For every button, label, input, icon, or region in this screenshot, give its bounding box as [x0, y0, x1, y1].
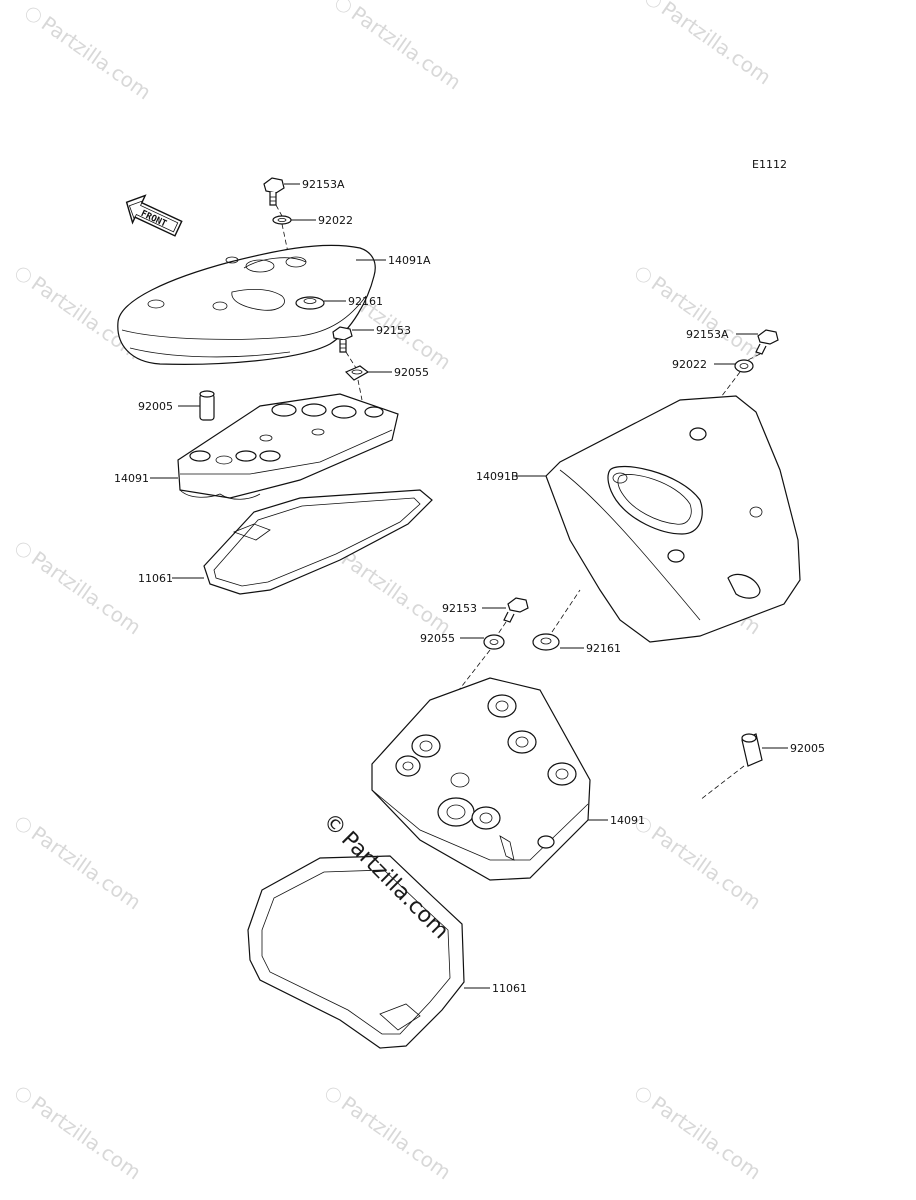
bolt-92153a-right — [755, 329, 779, 355]
part-labels: 92153A 92022 14091A 92161 92153 92055 92… — [114, 178, 825, 995]
part-label: 11061 — [138, 572, 173, 585]
watermark: Partzilla.com — [647, 1091, 766, 1184]
watermark: Partzilla.com — [347, 1, 466, 94]
cover-14091a — [117, 244, 376, 365]
washer-92161-upper — [295, 296, 325, 310]
washer-92022-upper — [272, 215, 292, 225]
part-label: 92153 — [376, 324, 411, 337]
washer-92022-right — [734, 359, 754, 373]
part-label: 14091 — [610, 814, 645, 827]
part-label: 11061 — [492, 982, 527, 995]
bolt-92153-right — [503, 597, 529, 623]
cylinder-head-cover-14091-lower — [371, 677, 591, 881]
part-label: 92161 — [586, 642, 621, 655]
part-label: 92005 — [138, 400, 173, 413]
grommet-92055-right — [483, 634, 505, 650]
dowel-92005-right — [741, 733, 763, 767]
gasket-11061-lower — [247, 855, 465, 1049]
cylinder-head-cover-14091-upper — [177, 393, 399, 500]
watermark: Partzilla.com — [647, 271, 766, 364]
gasket-11061-upper — [203, 489, 433, 595]
grommet-92055-upper — [344, 365, 370, 381]
watermark: Partzilla.com — [27, 1091, 146, 1184]
watermark: Partzilla.com — [657, 0, 776, 89]
part-label: 14091 — [114, 472, 149, 485]
part-label: 14091B — [476, 470, 519, 483]
bolt-92153a-upper — [263, 177, 285, 206]
part-label: 92161 — [348, 295, 383, 308]
watermark: Partzilla.com — [37, 11, 156, 104]
washer-92161-right — [532, 633, 560, 651]
part-label: 92055 — [394, 366, 429, 379]
watermark: Partzilla.com — [27, 821, 146, 914]
part-label: 92055 — [420, 632, 455, 645]
front-arrow-icon: FRONT — [125, 194, 183, 237]
part-label: 92022 — [318, 214, 353, 227]
part-label: 92153A — [302, 178, 345, 191]
part-label: 14091A — [388, 254, 431, 267]
watermark: Partzilla.com — [337, 1091, 456, 1184]
dowel-92005-upper — [199, 390, 215, 421]
watermark: Partzilla.com — [337, 546, 456, 639]
part-label: 92022 — [672, 358, 707, 371]
diagram-code: E1112 — [752, 158, 787, 171]
part-label: 92153 — [442, 602, 477, 615]
cover-14091b — [545, 395, 801, 643]
bolt-92153-upper — [332, 326, 353, 353]
part-label: 92153A — [686, 328, 729, 341]
watermark: Partzilla.com — [647, 821, 766, 914]
part-label: 92005 — [790, 742, 825, 755]
watermark: Partzilla.com — [27, 546, 146, 639]
